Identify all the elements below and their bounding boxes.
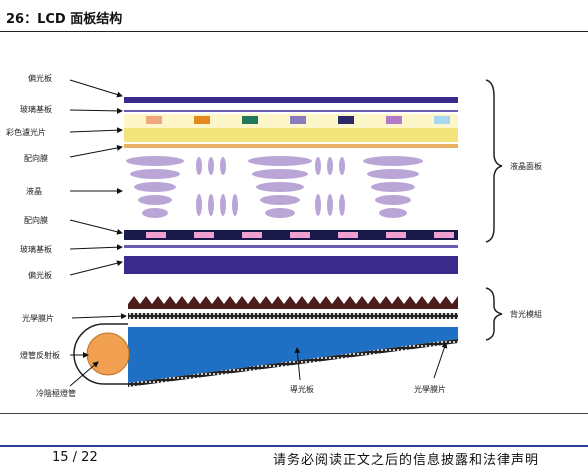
label-polarizer-top: 偏光板 [28,73,52,83]
label-glass-substrate-bottom: 玻璃基板 [20,244,52,254]
color-filter-layer [124,114,458,142]
lcd-structure-diagram: 偏光板 玻璃基板 彩色濾光片 配向膜 液晶 配向膜 玻璃基板 偏光板 光學膜片 … [6,73,542,398]
label-glass-substrate-top: 玻璃基板 [20,104,52,114]
light-guide-plate [128,327,458,387]
label-backlight-group: 背光模組 [510,309,542,319]
arrow-glass-top [69,107,123,114]
optical-film-layer [128,313,458,319]
label-ccfl: 冷陰極燈管 [36,388,76,398]
arrow-glass-bottom [69,244,123,251]
arrow-alignment-top [69,144,123,158]
arrow-polarizer-top [69,79,123,98]
footer-rule [0,445,588,447]
glass-substrate-bottom-layer [124,245,458,248]
liquid-crystal-layer [126,156,423,218]
arrow-light-guide [294,347,301,381]
footer-disclaimer: 请务必阅读正文之后的信息披露和法律声明 [273,453,540,468]
arrow-optical-film-left [71,313,127,320]
arrow-optical-film-bottom [433,342,448,379]
label-color-filter: 彩色濾光片 [6,127,46,137]
arrow-color-filter [69,127,123,134]
label-liquid-crystal: 液晶 [26,186,42,196]
lcd-panel-bracket [485,79,503,243]
prism-sheet [128,296,458,309]
label-alignment-film-top: 配向膜 [24,153,48,163]
polarizer-top-layer [124,97,458,103]
arrow-alignment-bottom [69,219,123,235]
label-lamp-reflector: 燈管反射板 [20,350,60,360]
ccfl-lamp [86,332,130,376]
arrow-ccfl [69,361,99,387]
polarizer-bottom-layer [124,256,458,274]
lamp-reflector [73,323,128,385]
label-optical-film-bottom: 光學膜片 [414,384,446,394]
label-optical-film-left: 光學膜片 [22,313,54,323]
backlight-bracket [485,287,503,341]
title-divider [0,31,588,32]
label-light-guide: 導光板 [290,384,314,394]
label-alignment-film-bottom: 配向膜 [24,215,48,225]
label-polarizer-bottom: 偏光板 [28,270,52,280]
figure-divider [0,413,588,414]
arrow-polarizer-bottom [69,260,123,276]
figure-title: 26：LCD 面板结构 [6,12,123,27]
page-number: 15 / 22 [52,450,98,465]
label-lcd-panel-group: 液晶面板 [510,161,542,171]
alignment-film-top-layer [124,144,458,148]
alignment-film-bottom-layer [124,230,458,240]
glass-substrate-top-layer [124,110,458,112]
